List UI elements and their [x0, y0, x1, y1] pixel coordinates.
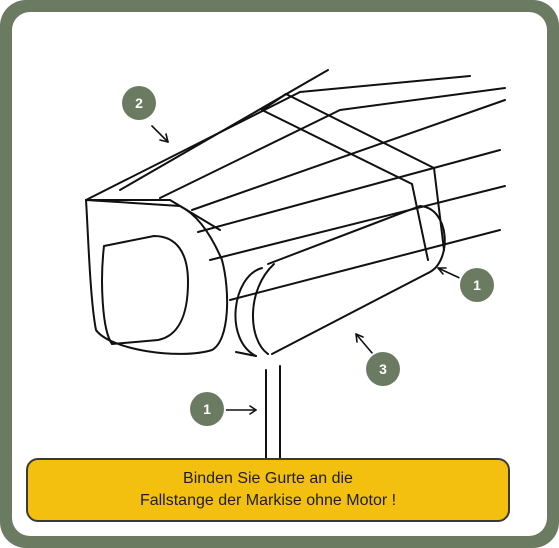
roll-front-arc-inner	[252, 263, 275, 355]
arrow-icon	[223, 405, 257, 415]
strap-left-edge	[261, 109, 429, 261]
caption-line-1: Binden Sie Gurte an die	[183, 470, 353, 487]
cassette-front-mid	[197, 149, 501, 233]
cassette-top-back-edge	[85, 75, 471, 201]
cassette-front-upper	[191, 99, 506, 211]
callout-badge-2: 2	[122, 86, 156, 120]
callout-badge-1-left: 1	[190, 392, 224, 426]
end-cap-inner	[101, 235, 189, 345]
callout-badge-1-right: 1	[460, 268, 494, 302]
roll-lip	[235, 351, 257, 357]
end-cap-outer	[85, 199, 229, 355]
strap-top	[261, 93, 287, 111]
strap-right-edge	[285, 93, 445, 251]
cassette-front-lower	[209, 185, 506, 261]
cassette-bottom-edge	[229, 229, 501, 301]
cassette-ridge	[159, 87, 506, 199]
instruction-caption: Binden Sie Gurte an die Fallstange der M…	[26, 458, 510, 522]
arrow-icon	[437, 267, 465, 281]
fabric-cover	[267, 205, 446, 355]
cassette-top-edge	[119, 69, 329, 191]
end-cap-top	[85, 199, 221, 231]
callout-badge-3: 3	[366, 352, 400, 386]
caption-line-2: Fallstange der Markise ohne Motor !	[139, 492, 397, 509]
roll-front-arc	[234, 267, 263, 357]
arrow-icon	[151, 125, 169, 143]
